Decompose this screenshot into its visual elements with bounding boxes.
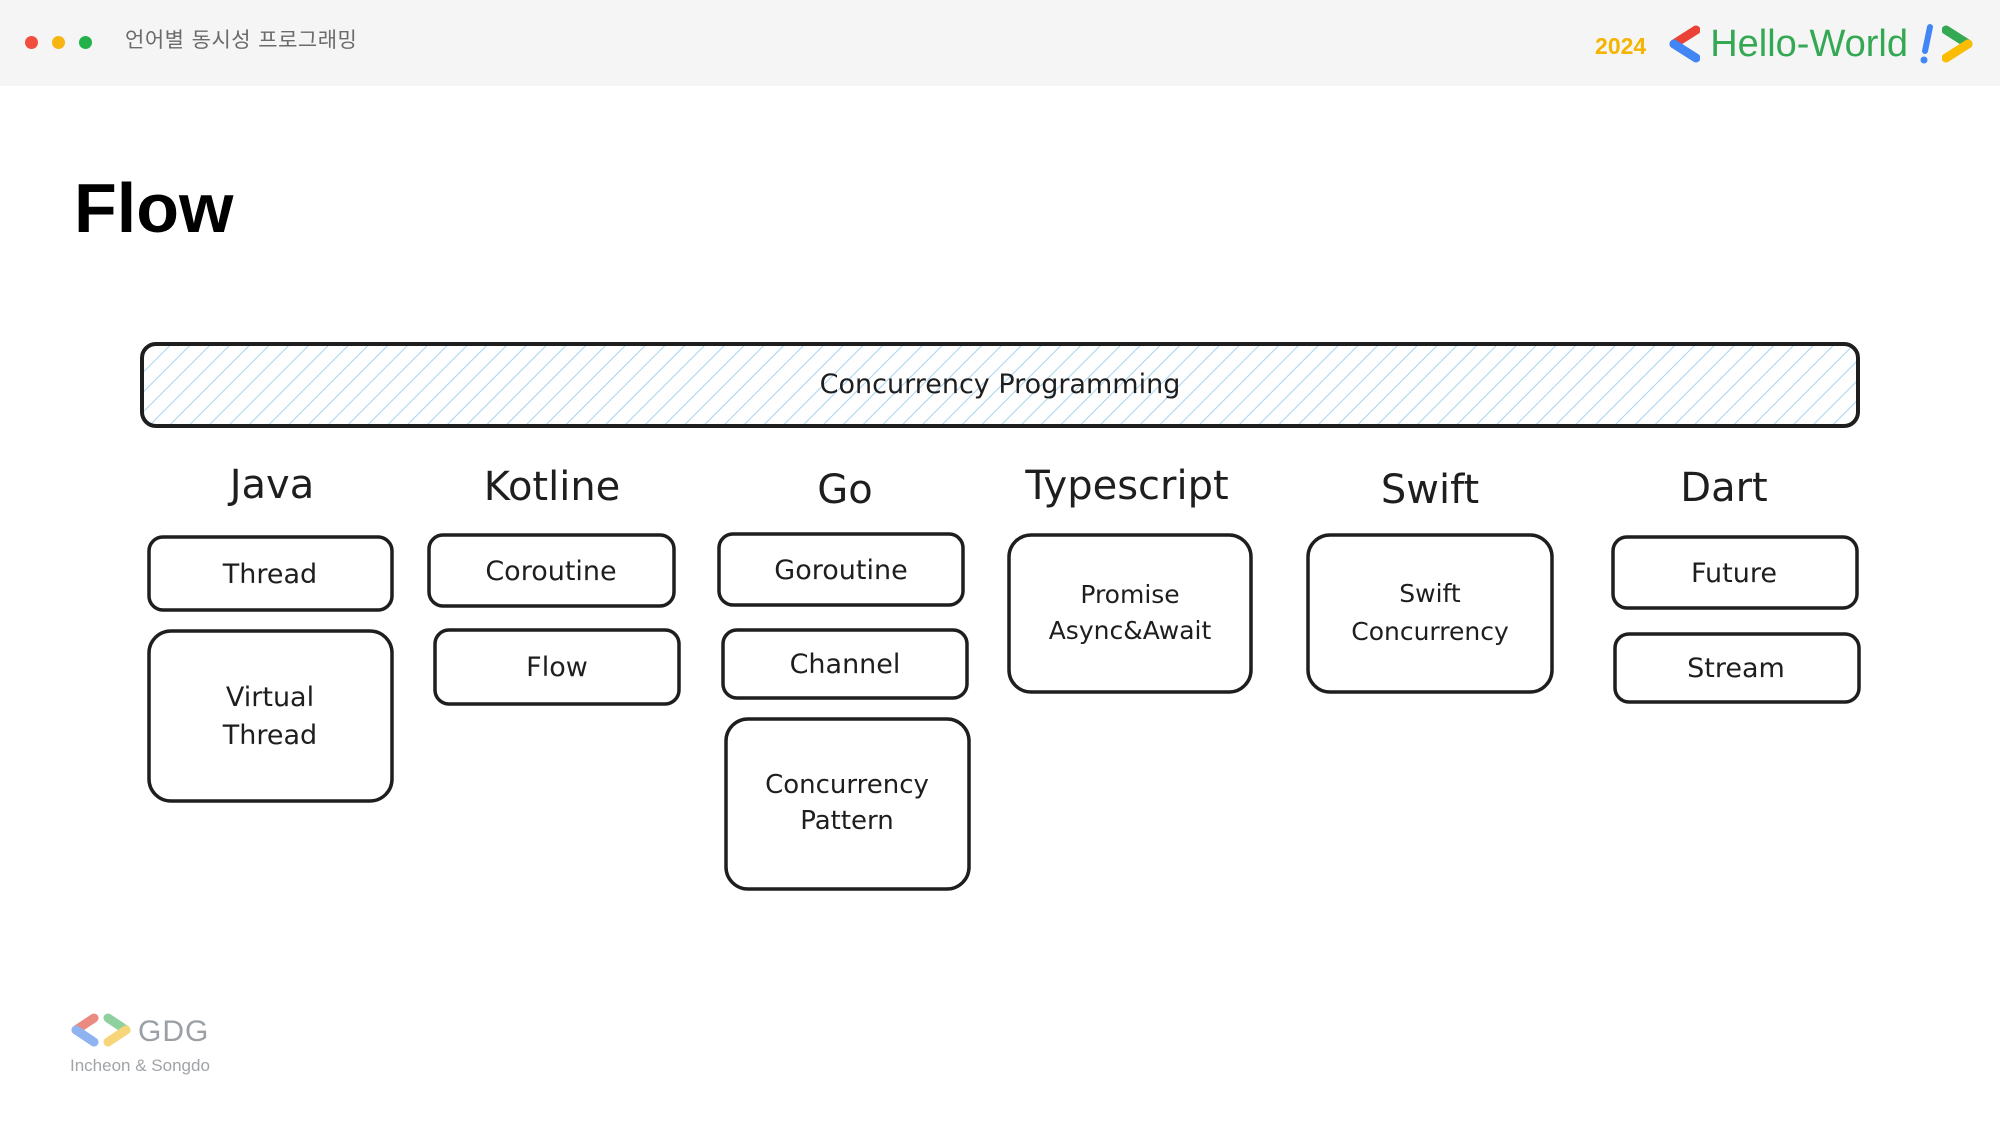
item-channel: Channel bbox=[790, 649, 901, 680]
language-dart: Dart bbox=[1680, 465, 1767, 511]
gdg-logo-icon bbox=[71, 1013, 131, 1047]
close-dot-icon[interactable] bbox=[25, 36, 38, 49]
minimize-dot-icon[interactable] bbox=[52, 36, 65, 49]
box-future bbox=[1611, 535, 1859, 610]
item-flow: Flow bbox=[526, 652, 588, 683]
brand-year: 2024 bbox=[1595, 32, 1647, 59]
hello-world-logo: 2024 Hello-World bbox=[1595, 14, 1976, 74]
column-kotline: Kotline Coroutine Flow bbox=[427, 464, 681, 706]
box-virtual-thread bbox=[147, 629, 394, 803]
left-chevron-icon bbox=[1669, 25, 1701, 63]
exclamation-icon bbox=[1920, 24, 1933, 64]
language-kotline: Kotline bbox=[484, 464, 621, 510]
box-promise bbox=[1007, 533, 1253, 694]
box-stream bbox=[1613, 632, 1861, 704]
language-swift: Swift bbox=[1381, 467, 1479, 513]
top-bar: 언어별 동시성 프로그래밍 2024 Hello-World bbox=[0, 0, 2000, 86]
maximize-dot-icon[interactable] bbox=[79, 36, 92, 49]
box-channel bbox=[721, 628, 969, 700]
box-thread bbox=[147, 535, 394, 612]
item-coroutine: Coroutine bbox=[485, 556, 616, 587]
window-controls bbox=[25, 36, 92, 49]
item-goroutine: Goroutine bbox=[774, 555, 907, 586]
box-coroutine bbox=[427, 533, 676, 608]
deck-title: 언어별 동시성 프로그래밍 bbox=[125, 28, 358, 52]
box-concurrency-pattern bbox=[724, 717, 971, 891]
language-typescript: Typescript bbox=[1024, 463, 1228, 509]
item-thread: Thread bbox=[222, 559, 317, 590]
box-goroutine bbox=[717, 532, 965, 607]
box-flow bbox=[433, 628, 681, 706]
language-java: Java bbox=[227, 462, 315, 508]
brand-name: Hello-World bbox=[1710, 22, 1908, 65]
column-dart: Dart Future Stream bbox=[1611, 465, 1861, 704]
item-future: Future bbox=[1691, 558, 1777, 589]
gdg-logo-text: GDG bbox=[138, 1015, 210, 1048]
item-stream: Stream bbox=[1687, 653, 1785, 684]
gdg-subtitle: Incheon & Songdo bbox=[70, 1056, 210, 1075]
root-label: Concurrency Programming bbox=[820, 369, 1181, 400]
right-chevron-icon bbox=[1942, 25, 1973, 63]
slide-title: Flow bbox=[74, 169, 234, 247]
root-banner: Concurrency Programming bbox=[140, 342, 1860, 428]
language-go: Go bbox=[817, 467, 872, 513]
box-swift-concurrency bbox=[1306, 533, 1554, 694]
